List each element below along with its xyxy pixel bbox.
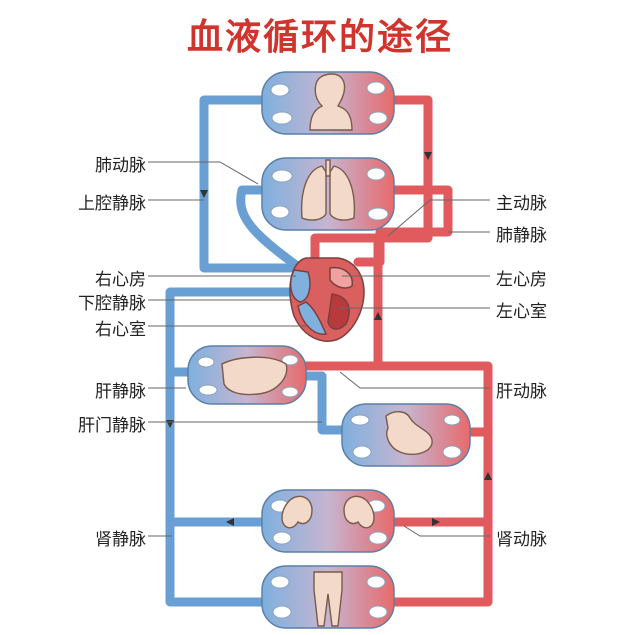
veins — [165, 95, 347, 607]
leader-pulmonary-artery — [148, 161, 259, 185]
label-right-ventricle: 右心室 — [95, 320, 146, 340]
right-ventricle-chamber — [297, 301, 328, 335]
flow-arrow — [226, 518, 234, 526]
tissue-blobs — [197, 81, 462, 619]
liver-organ — [221, 356, 288, 396]
flow-arrow — [484, 472, 492, 480]
right-kidney-organ — [343, 495, 375, 529]
label-inferior-vena-cava: 下腔静脉 — [78, 294, 146, 314]
left-ventricle-chamber — [327, 293, 350, 330]
superior-vena-cava-vessel — [199, 95, 295, 273]
label-renal-artery: 肾动脉 — [496, 530, 547, 550]
right-atrium-chamber — [289, 269, 311, 303]
lung-capillary-bed — [261, 157, 395, 231]
label-hepatic-artery: 肝动脉 — [496, 382, 547, 402]
label-pulmonary-vein: 肺静脉 — [496, 226, 547, 246]
left-kidney-organ — [281, 495, 313, 529]
flow-arrow — [424, 152, 432, 160]
flow-arrow — [374, 312, 382, 320]
flow-arrow — [432, 518, 440, 526]
label-leaders — [148, 161, 490, 537]
heart — [289, 257, 365, 342]
flow-arrow — [200, 190, 208, 198]
label-left-ventricle: 左心室 — [496, 302, 547, 322]
stomach-organ — [385, 411, 433, 456]
label-left-atrium: 左心房 — [496, 270, 547, 290]
descending-aorta-vessel — [373, 233, 493, 607]
inferior-vena-cava-vessel — [165, 287, 295, 607]
leader-renal-artery — [403, 525, 490, 537]
diagram-title: 血液循环的途径 — [186, 17, 453, 58]
aortic-arch-vessel — [310, 95, 433, 263]
label-pulmonary-artery: 肺动脉 — [95, 156, 146, 176]
head-body-organ — [309, 73, 353, 131]
hepatic-portal-vein-vessel — [300, 371, 347, 435]
leader-aorta — [387, 199, 490, 237]
label-hepatic-vein: 肝静脉 — [95, 382, 146, 402]
label-aorta: 主动脉 — [496, 194, 547, 214]
left-atrium-chamber — [329, 266, 353, 289]
right-lung-organ — [329, 165, 356, 221]
label-renal-vein: 肾静脉 — [95, 530, 146, 550]
label-hepatic-portal-vein: 肝门静脉 — [78, 416, 146, 436]
trachea-organ — [325, 159, 331, 177]
label-right-atrium: 右心房 — [95, 270, 146, 290]
label-superior-vena-cava: 上腔静脉 — [78, 194, 146, 214]
lower-body-organ — [313, 571, 343, 627]
left-lung-organ — [300, 165, 327, 221]
organs — [221, 73, 433, 627]
leader-hepatic-artery — [339, 371, 490, 389]
pulmonary-artery-vessel — [236, 185, 305, 273]
